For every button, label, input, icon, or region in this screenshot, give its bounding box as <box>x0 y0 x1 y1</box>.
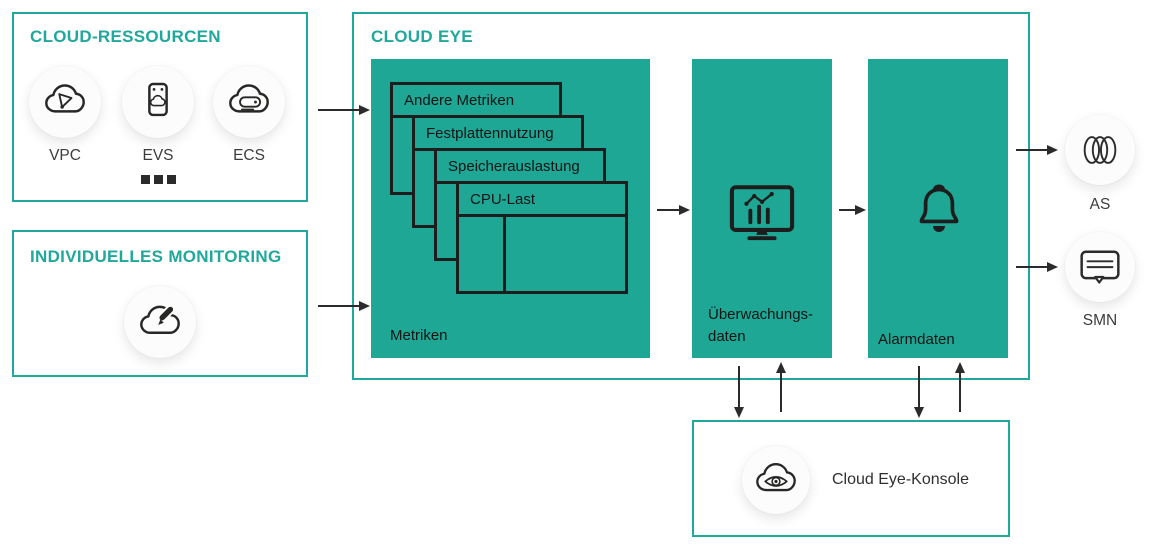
cloud-ecs-icon <box>226 79 272 125</box>
metric-card-other-label: Andere Metriken <box>393 85 559 118</box>
monitoring-data-panel <box>692 59 832 358</box>
metric-card-disk-label: Festplattennutzung <box>415 118 581 151</box>
vpc-circle <box>29 66 101 138</box>
arrow-alarm-to-as <box>1016 149 1047 151</box>
console-circle <box>742 446 810 514</box>
evs-circle <box>122 66 194 138</box>
ecs-label: ECS <box>233 147 265 164</box>
scaling-waves-icon <box>1077 134 1123 166</box>
arrow-custom-to-cloudeye <box>318 305 359 307</box>
arrow-alarm-to-console <box>918 366 920 407</box>
metric-card-cpu-grid <box>459 217 625 291</box>
as-circle <box>1065 115 1135 185</box>
alarm-data-label: Alarmdaten <box>878 331 955 348</box>
monitoring-data-label: Überwachungs- daten <box>708 306 814 345</box>
metrics-panel-label: Metriken <box>390 327 448 344</box>
cloud-resources-title: CLOUD-RESSOURCEN <box>30 27 221 46</box>
as-label: AS <box>1089 196 1111 213</box>
arrow-console-to-monitoring <box>780 373 782 412</box>
metric-card-cpu: CPU-Last <box>456 181 628 294</box>
vpc-label: VPC <box>49 147 81 164</box>
more-services-ellipsis-icon <box>141 175 176 184</box>
console-label: Cloud Eye-Konsole <box>832 471 969 488</box>
metric-card-memory-label: Speicherauslastung <box>437 151 603 184</box>
cloud-pencil-icon <box>137 299 183 345</box>
disk-evs-icon <box>135 79 181 125</box>
arrow-resources-to-cloudeye <box>318 109 359 111</box>
arrow-monitoring-to-alarm <box>839 209 855 211</box>
metric-card-cpu-label: CPU-Last <box>459 184 625 217</box>
custom-monitoring-circle <box>124 286 196 358</box>
smn-circle <box>1065 232 1135 302</box>
arrow-metrics-to-monitoring <box>657 209 679 211</box>
arrow-console-to-alarm <box>959 373 961 412</box>
alarm-data-panel <box>868 59 1008 358</box>
cloud-vpc-icon <box>42 79 88 125</box>
evs-label: EVS <box>142 147 174 164</box>
ecs-circle <box>213 66 285 138</box>
smn-label: SMN <box>1082 312 1118 329</box>
alarm-bell-icon <box>915 180 963 237</box>
arrow-alarm-to-smn <box>1016 266 1047 268</box>
arrow-monitoring-to-console <box>738 366 740 407</box>
custom-monitoring-title: INDIVIDUELLES MONITORING <box>30 247 282 266</box>
cloud-eye-title: CLOUD EYE <box>371 27 473 46</box>
monitor-chart-icon <box>729 184 795 241</box>
cloud-eye-icon <box>753 457 799 503</box>
speech-bubble-icon <box>1078 248 1122 287</box>
